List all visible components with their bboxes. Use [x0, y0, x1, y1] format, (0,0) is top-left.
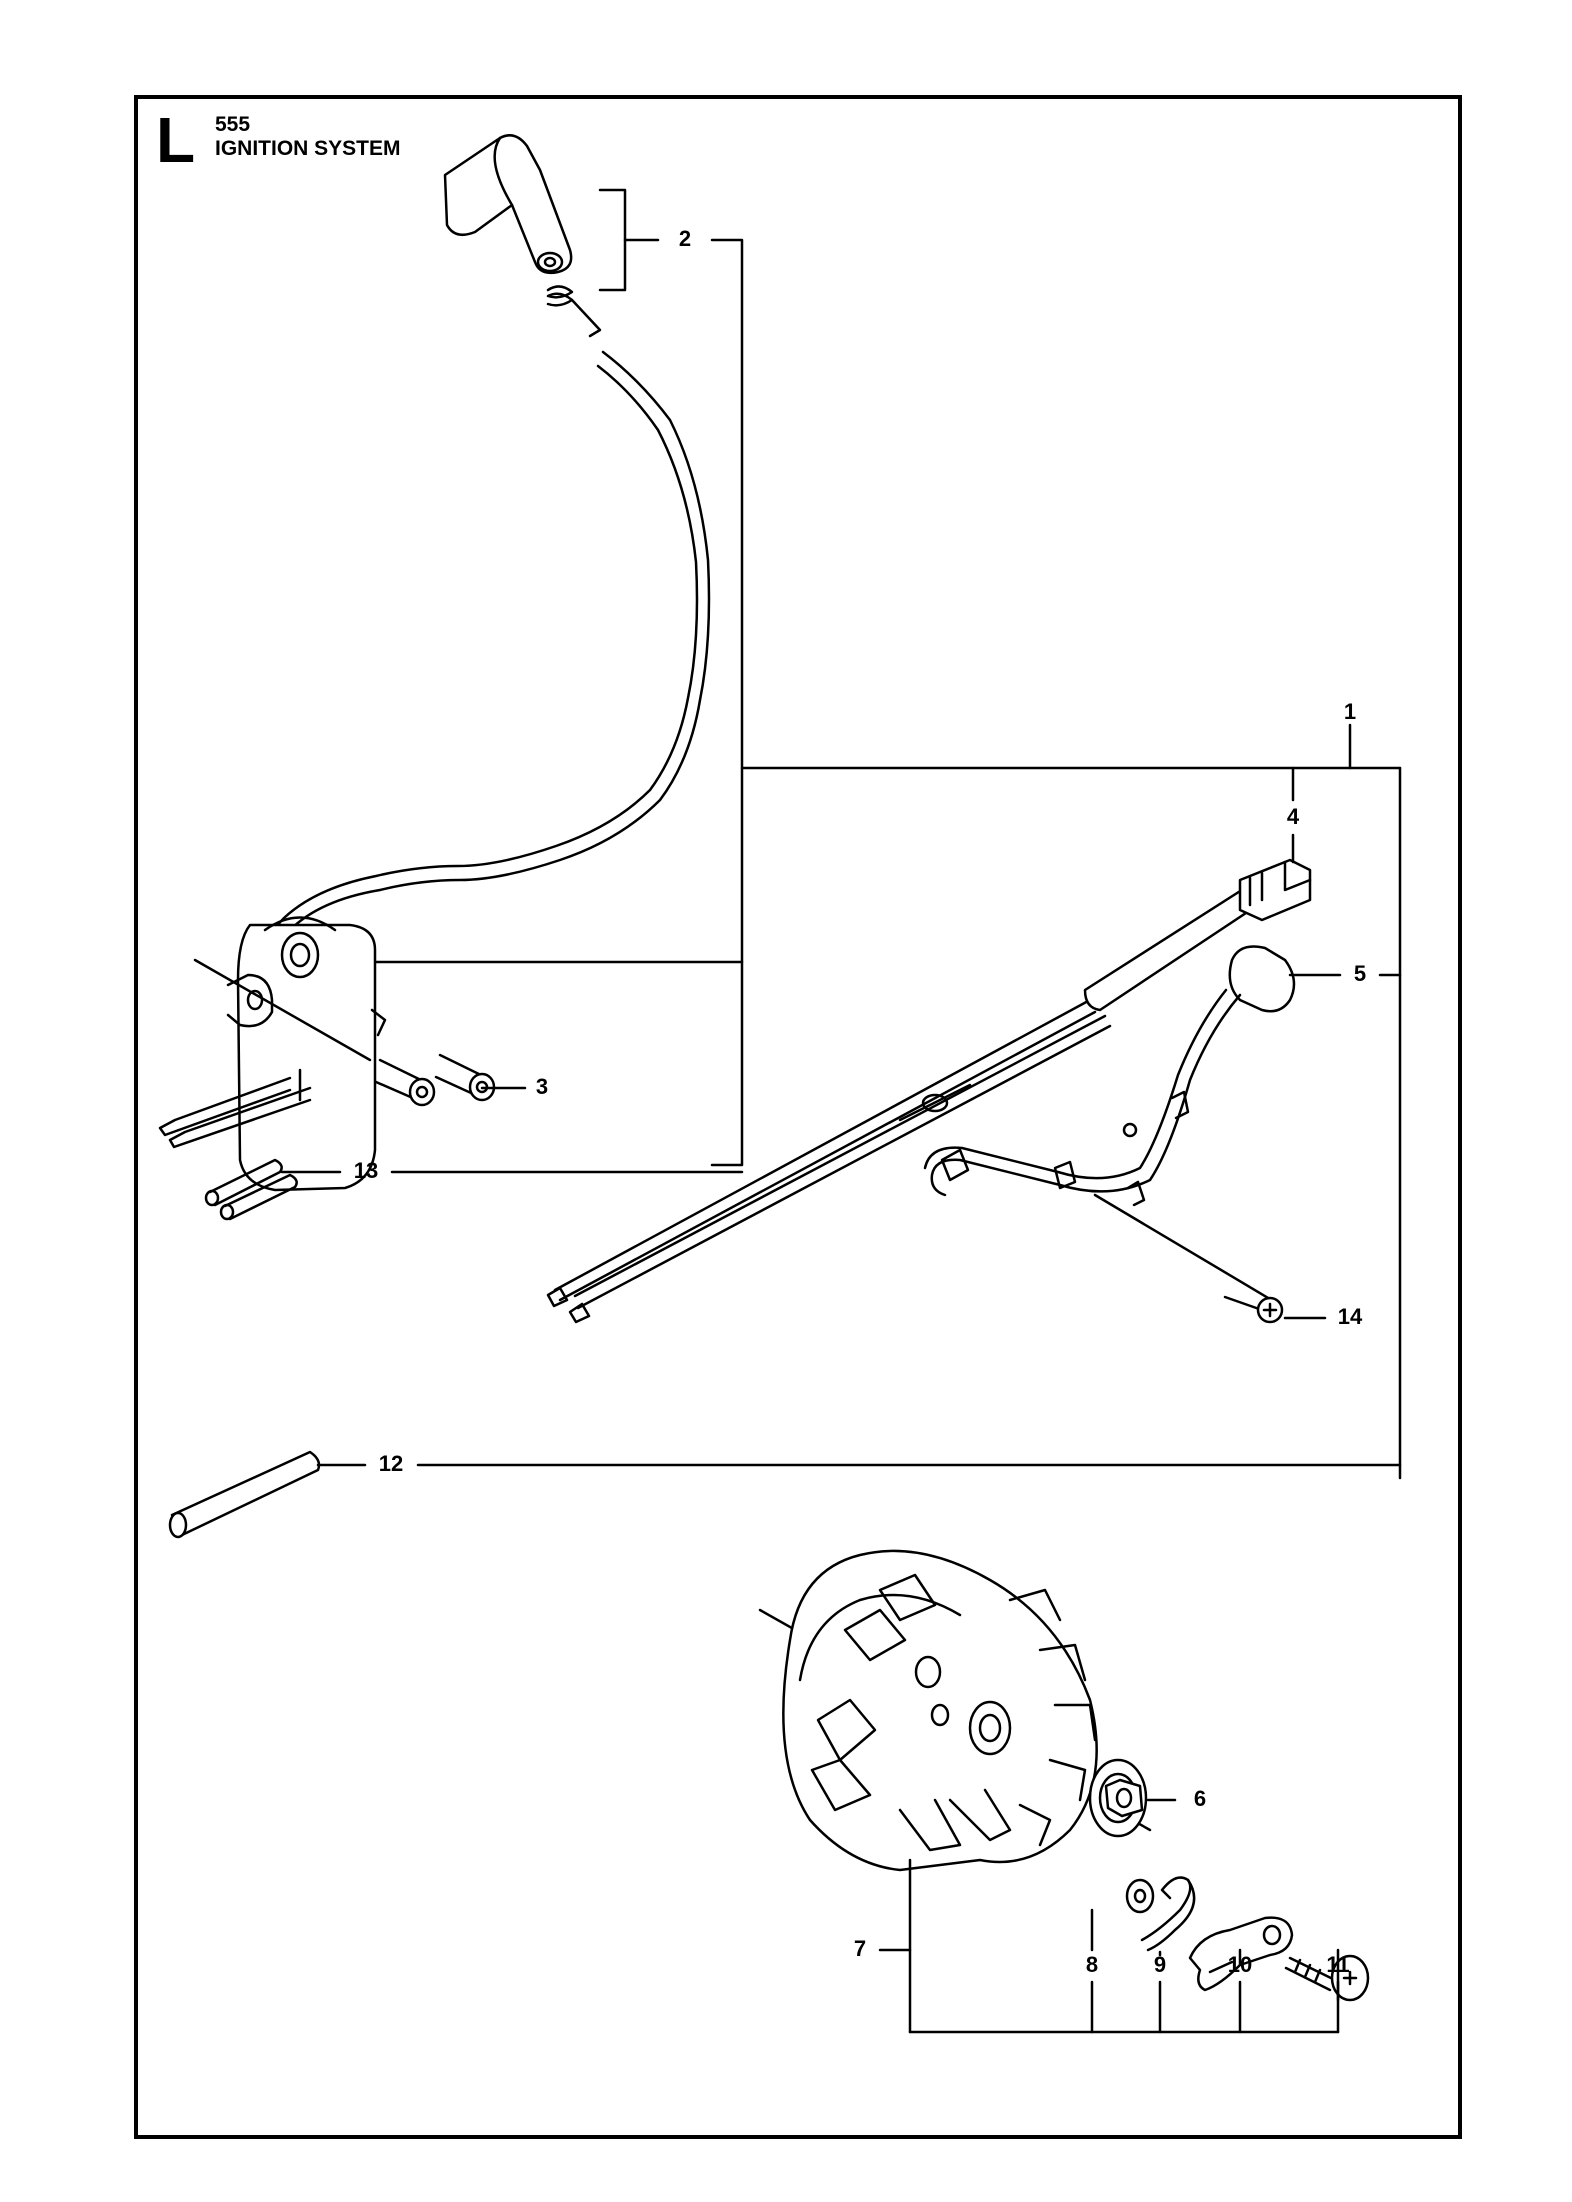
callout-4: 4: [1287, 804, 1300, 829]
page-frame: [134, 95, 1462, 2139]
stop-switch-contact: [923, 945, 1296, 1207]
pawl-screw: [1284, 1954, 1370, 2002]
sleeve-12: [168, 1450, 321, 1539]
callout-3: 3: [536, 1074, 548, 1099]
spark-plug-boot: [443, 134, 573, 275]
callout-6: 6: [1194, 1786, 1206, 1811]
ht-lead: [275, 350, 711, 967]
wire-harness: [546, 858, 1312, 1324]
washer: [1125, 1878, 1155, 1914]
screw-14: [1093, 1193, 1284, 1324]
callout-13: 13: [354, 1158, 378, 1183]
callout-7: 7: [854, 1936, 866, 1961]
insulation-sleeves: [204, 1158, 298, 1221]
spring: [546, 285, 602, 338]
callout-8: 8: [1086, 1952, 1098, 1977]
section-letter: L: [156, 104, 196, 176]
callout-10: 10: [1228, 1952, 1252, 1977]
callout-2: 2: [679, 226, 691, 251]
leader-2: [598, 188, 627, 292]
callout-9: 9: [1154, 1952, 1166, 1977]
callout-14: 14: [1338, 1304, 1363, 1329]
callout-5: 5: [1354, 961, 1366, 986]
callout-1: 1: [1344, 699, 1356, 724]
callout-12: 12: [379, 1451, 403, 1476]
callout-11: 11: [1326, 1952, 1349, 1977]
ignition-module: [158, 916, 387, 1192]
flywheel-nut: [1088, 1758, 1148, 1838]
flywheel: [758, 1549, 1152, 1872]
model-number: 555: [215, 113, 251, 136]
diagram-title: IGNITION SYSTEM: [215, 137, 401, 160]
screw-pair: [374, 1053, 496, 1107]
pawl-spring: [1140, 1876, 1196, 1952]
